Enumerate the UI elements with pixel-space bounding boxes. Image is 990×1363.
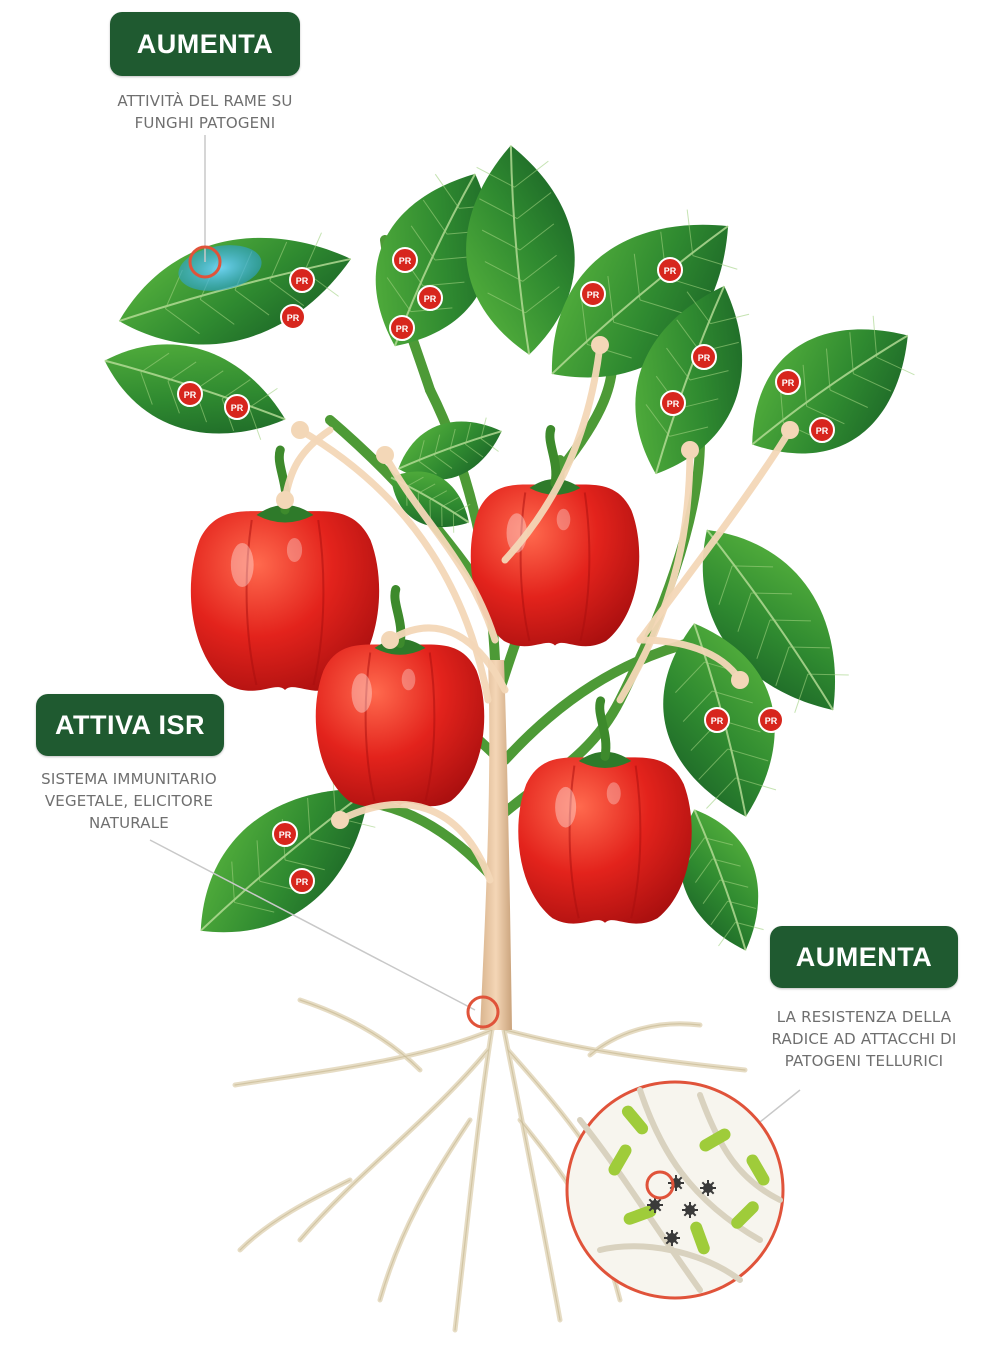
callout-line: FUNGHI PATOGENI bbox=[60, 112, 350, 134]
pr-marker: PR bbox=[661, 391, 685, 415]
callout-line: SISTEMA IMMUNITARIO bbox=[10, 768, 248, 790]
spore bbox=[700, 1180, 716, 1196]
pr-marker: PR bbox=[418, 286, 442, 310]
callout-line: ATTIVITÀ DEL RAME SU bbox=[60, 90, 350, 112]
pr-marker: PR bbox=[290, 268, 314, 292]
callout-badge-root-resistance: AUMENTA bbox=[770, 926, 958, 988]
callout-line: LA RESISTENZA DELLA bbox=[746, 1006, 982, 1028]
callout-text-copper-activity: ATTIVITÀ DEL RAME SU FUNGHI PATOGENI bbox=[60, 90, 350, 134]
callout-badge-isr: ATTIVA ISR bbox=[36, 694, 224, 756]
root-zoom-inset bbox=[567, 1082, 783, 1298]
root bbox=[240, 1180, 350, 1250]
spore bbox=[682, 1202, 698, 1218]
svg-text:PR: PR bbox=[711, 716, 724, 726]
leaf bbox=[721, 291, 939, 489]
pr-marker: PR bbox=[810, 418, 834, 442]
pr-marker: PR bbox=[658, 258, 682, 282]
pr-marker: PR bbox=[290, 869, 314, 893]
svg-text:PR: PR bbox=[782, 378, 795, 388]
svg-text:PR: PR bbox=[587, 290, 600, 300]
pepper-fruit bbox=[471, 430, 639, 647]
callout-line: RADICE AD ATTACCHI DI bbox=[746, 1028, 982, 1050]
svg-text:PR: PR bbox=[184, 390, 197, 400]
leaf bbox=[106, 211, 363, 369]
pr-marker: PR bbox=[281, 305, 305, 329]
spore bbox=[664, 1230, 680, 1246]
svg-text:PR: PR bbox=[231, 403, 244, 413]
pr-marker: PR bbox=[692, 345, 716, 369]
svg-text:PR: PR bbox=[664, 266, 677, 276]
pr-marker: PR bbox=[273, 822, 297, 846]
main-stem bbox=[480, 660, 512, 1030]
svg-text:PR: PR bbox=[399, 256, 412, 266]
pr-marker: PR bbox=[393, 248, 417, 272]
pepper-fruit bbox=[518, 701, 691, 924]
callout-line: VEGETALE, ELICITORE bbox=[10, 790, 248, 812]
svg-text:PR: PR bbox=[296, 276, 309, 286]
pr-marker: PR bbox=[178, 382, 202, 406]
svg-text:PR: PR bbox=[765, 716, 778, 726]
svg-text:PR: PR bbox=[279, 830, 292, 840]
svg-text:PR: PR bbox=[816, 426, 829, 436]
svg-text:PR: PR bbox=[424, 294, 437, 304]
callout-text-root-resistance: LA RESISTENZA DELLA RADICE AD ATTACCHI D… bbox=[746, 1006, 982, 1072]
svg-text:PR: PR bbox=[296, 877, 309, 887]
pr-marker: PR bbox=[581, 282, 605, 306]
svg-text:PR: PR bbox=[287, 313, 300, 323]
svg-text:PR: PR bbox=[396, 324, 409, 334]
callout-text-isr: SISTEMA IMMUNITARIO VEGETALE, ELICITORE … bbox=[10, 768, 248, 834]
callout-line: PATOGENI TELLURICI bbox=[746, 1050, 982, 1072]
pr-marker: PR bbox=[705, 708, 729, 732]
pr-marker: PR bbox=[776, 370, 800, 394]
svg-text:PR: PR bbox=[667, 399, 680, 409]
pr-marker: PR bbox=[759, 708, 783, 732]
svg-text:PR: PR bbox=[698, 353, 711, 363]
root bbox=[235, 1030, 492, 1085]
pr-marker: PR bbox=[225, 395, 249, 419]
pr-marker: PR bbox=[390, 316, 414, 340]
callout-line: NATURALE bbox=[10, 812, 248, 834]
callout-badge-copper-activity: AUMENTA bbox=[110, 12, 300, 76]
